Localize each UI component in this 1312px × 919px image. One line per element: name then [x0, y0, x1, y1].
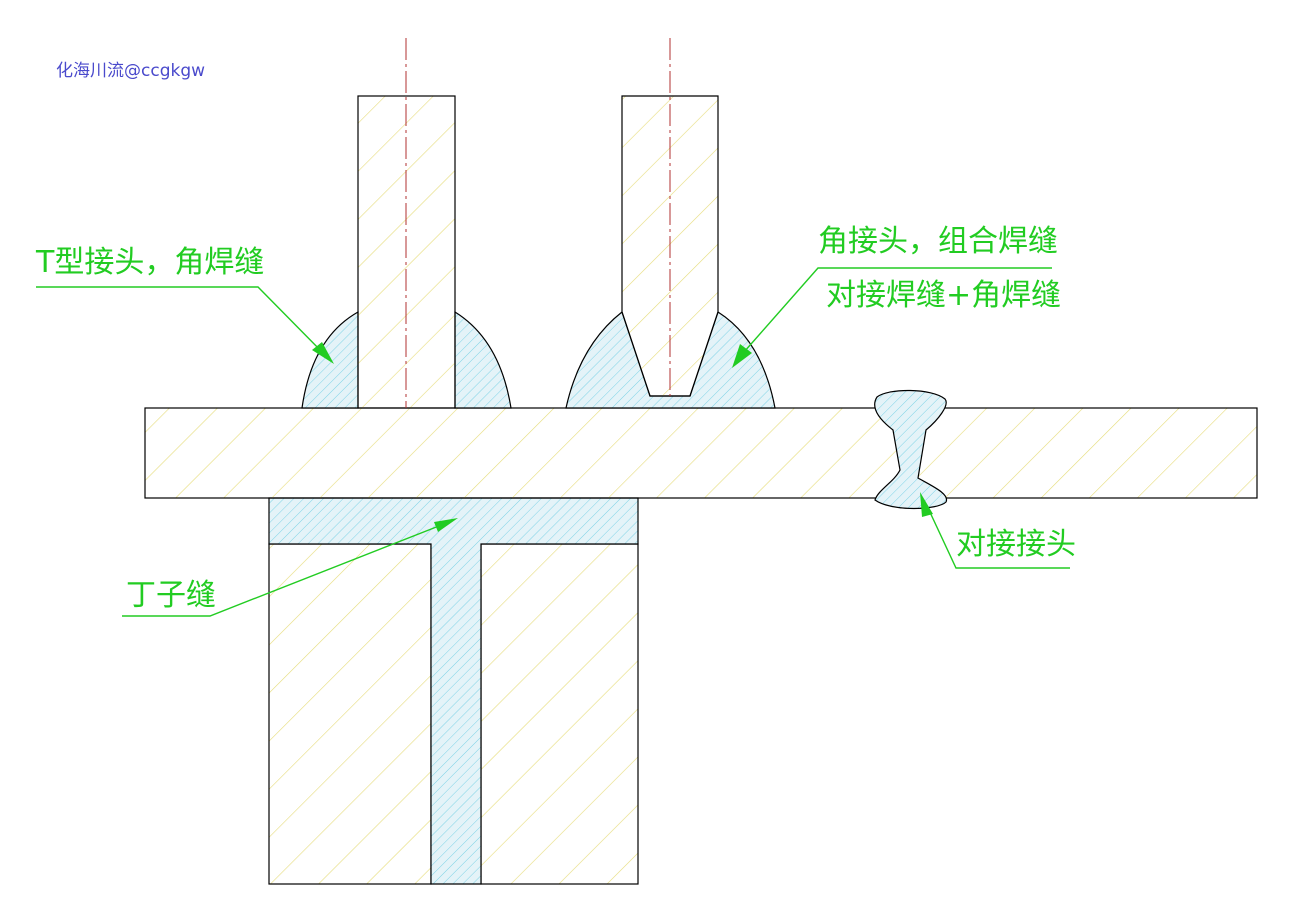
watermark-text: 化海川流@ccgkgw	[56, 61, 206, 81]
leader-corner-joint	[732, 267, 1052, 368]
leader-butt-joint	[920, 492, 1070, 569]
horizontal-plate	[144, 407, 1258, 499]
t-joint-label: T型接头，角焊缝	[36, 245, 265, 280]
ding-seam-label: 丁子缝	[126, 578, 216, 613]
bottom-right-block	[480, 543, 639, 885]
leader-ding-seam	[122, 518, 458, 617]
leader-t-joint	[36, 286, 334, 364]
corner-joint-label-line1: 角接头，组合焊缝	[818, 224, 1058, 259]
t-seam-weld	[268, 497, 639, 885]
butt-joint-label: 对接接头	[956, 527, 1076, 562]
bottom-left-block	[268, 543, 432, 885]
corner-joint-label-line2: 对接焊缝+角焊缝	[826, 278, 1062, 313]
butt-joint-weld	[874, 389, 948, 510]
